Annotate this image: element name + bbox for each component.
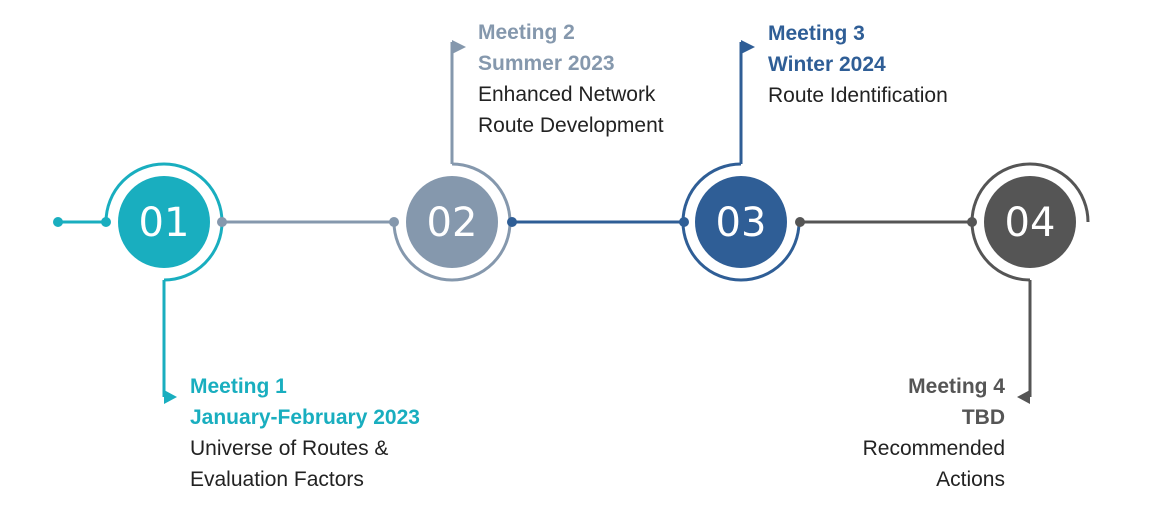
step-4-flag-icon [1017,390,1030,404]
step-2-node: 02 [389,40,517,282]
step-1-description-line: Evaluation Factors [190,468,364,491]
step-3-label: Meeting 3 Winter 2024 Route Identificati… [768,18,948,111]
step-2-flag-icon [452,40,466,54]
step-2-label: Meeting 2 Summer 2023 Enhanced Network R… [478,17,664,141]
step-1-flag-icon [164,390,177,404]
step-2-title: Meeting 2 [478,21,575,44]
step-2-description-line: Enhanced Network [478,83,656,106]
step-2-dot [389,217,399,227]
step-3-number: 03 [716,200,767,246]
step-4-date: TBD [961,406,1005,429]
step-1-label: Meeting 1 January-February 2023 Universe… [190,371,420,495]
step-2-ring [392,162,512,282]
step-4-circle [984,176,1076,268]
step-3-date: Winter 2024 [768,53,886,76]
step-1-node: 01 [101,162,227,404]
step-3-circle [695,176,787,268]
step-3-ring [681,162,801,282]
step-2-dot [507,217,517,227]
step-3-dot [795,217,805,227]
step-1-ring [104,162,224,282]
step-2-circle [406,176,498,268]
step-4-ring [970,162,1090,282]
step-3-title: Meeting 3 [768,22,865,45]
step-4-title: Meeting 4 [908,375,1005,398]
step-2-date: Summer 2023 [478,52,615,75]
timeline-start-dot [53,217,63,227]
step-3-dot [679,217,689,227]
step-4-label: Meeting 4 TBD Recommended Actions [863,371,1005,495]
step-3-node: 03 [679,40,805,282]
step-2-description-line: Route Development [478,114,664,137]
step-4-dot [967,217,977,227]
step-4-number: 04 [1005,200,1056,246]
step-4-node: 04 [967,162,1090,404]
step-1-dot [217,217,227,227]
step-4-description-line: Recommended [862,437,1005,460]
step-1-dot [101,217,111,227]
step-1-circle [118,176,210,268]
step-1-number: 01 [139,200,190,246]
step-3-flag-icon [741,40,755,54]
step-1-title: Meeting 1 [190,375,287,398]
step-1-date: January-February 2023 [190,406,420,429]
step-3-description-line: Route Identification [768,84,948,107]
step-1-description-line: Universe of Routes & [190,437,389,460]
step-4-description-line: Actions [936,468,1005,491]
step-2-number: 02 [427,200,478,246]
